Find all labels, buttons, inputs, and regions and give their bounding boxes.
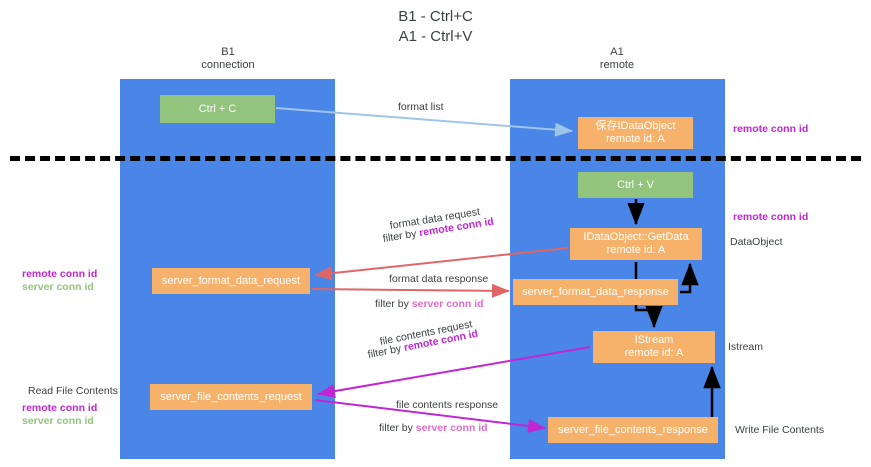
lane-header-b1-sub: connection: [201, 59, 255, 71]
annotation-right-write-file-contents: Write File Contents: [735, 424, 825, 436]
annotation-left-remote-conn-id-2: remote conn id: [22, 402, 98, 414]
node-istream-line2: remote id: A: [624, 347, 684, 359]
edge-label-format-data-response-text: format data response: [389, 273, 489, 285]
node-istream-line1: IStream: [634, 334, 674, 346]
annotation-right-remote-conn-id-2: remote conn id: [733, 211, 809, 223]
node-server-file-contents-request-label: server_file_contents_request: [160, 390, 302, 403]
filter-by-text-4: filter by: [379, 422, 416, 434]
arrow-format-list: [275, 107, 573, 137]
phase-divider: [10, 156, 861, 161]
annotation-left-conn-ids-2: remote conn id server conn id: [22, 402, 97, 428]
node-server-format-data-request-label: server_format_data_request: [161, 274, 301, 287]
node-idataobject-getdata[interactable]: IDataObject::GetData remote id: A: [570, 228, 702, 260]
lane-header-a1-sub: remote: [599, 59, 635, 71]
node-save-idataobject-line2: remote id: A: [606, 133, 665, 145]
arrow-format-data-response: [311, 283, 510, 298]
server-conn-id-text-1: server conn id: [411, 298, 484, 310]
edge-label-file-contents-response-filter: filter by server conn id: [379, 422, 488, 435]
annotation-left-server-conn-id-2: server conn id: [22, 415, 94, 427]
node-server-format-data-response-label: server_format_data_response: [522, 285, 669, 298]
edge-label-file-contents-response-text: file contents response: [396, 399, 499, 411]
node-istream[interactable]: IStream remote id: A: [593, 331, 715, 363]
node-idataobject-getdata-line1: IDataObject::GetData: [583, 231, 689, 243]
arrow-file-contents-request: [317, 346, 591, 399]
node-save-idataobject[interactable]: 保存IDataObject remote id: A: [578, 117, 693, 149]
node-idataobject-getdata-line2: remote id: A: [606, 244, 666, 256]
lane-header-b1-name: B1: [221, 46, 235, 58]
arrow-format-data-request: [314, 247, 569, 281]
edge-label-format-list-text: format list: [398, 101, 444, 113]
lane-header-a1: A1 remote: [517, 46, 717, 72]
edge-label-format-data-response-filter: filter by server conn id: [375, 298, 484, 311]
node-ctrl-c-label: Ctrl + C: [198, 102, 237, 115]
node-server-file-contents-response[interactable]: server_file_contents_response: [548, 417, 718, 443]
node-ctrl-v[interactable]: Ctrl + V: [578, 172, 693, 198]
lane-header-b1: B1 connection: [128, 46, 328, 72]
annotation-right-dataobject: DataObject: [730, 236, 783, 248]
edge-label-format-list: format list: [398, 101, 444, 114]
annotation-left-remote-conn-id-1: remote conn id: [22, 268, 98, 280]
filter-by-text-2: filter by: [375, 298, 412, 310]
edge-label-file-contents-response: file contents response: [396, 399, 498, 412]
diagram-title: B1 - Ctrl+C A1 - Ctrl+V: [0, 7, 871, 47]
annotation-left-read-file-contents: Read File Contents: [28, 385, 118, 397]
node-server-format-data-request[interactable]: server_format_data_request: [152, 268, 310, 294]
node-server-format-data-response[interactable]: server_format_data_response: [513, 279, 678, 305]
arrow-file-contents-response: [314, 399, 546, 433]
node-ctrl-c[interactable]: Ctrl + C: [160, 95, 275, 123]
annotation-right-remote-conn-id-1: remote conn id: [733, 123, 809, 135]
server-conn-id-text-2: server conn id: [415, 422, 488, 434]
node-ctrl-v-label: Ctrl + V: [617, 178, 654, 191]
edge-label-format-data-response: format data response: [389, 273, 488, 286]
arrow-response-to-getdata: [680, 262, 699, 294]
title-line-2: A1 - Ctrl+V: [398, 28, 473, 45]
node-save-idataobject-line1: 保存IDataObject: [595, 120, 676, 132]
node-server-file-contents-response-label: server_file_contents_response: [558, 423, 708, 436]
title-line-1: B1 - Ctrl+C: [398, 8, 473, 25]
annotation-left-server-conn-id-1: server conn id: [22, 281, 94, 293]
annotation-left-conn-ids-1: remote conn id server conn id: [22, 268, 97, 294]
node-server-file-contents-request[interactable]: server_file_contents_request: [150, 384, 312, 410]
annotation-right-istream: Istream: [728, 341, 764, 353]
lane-header-a1-name: A1: [610, 46, 624, 58]
